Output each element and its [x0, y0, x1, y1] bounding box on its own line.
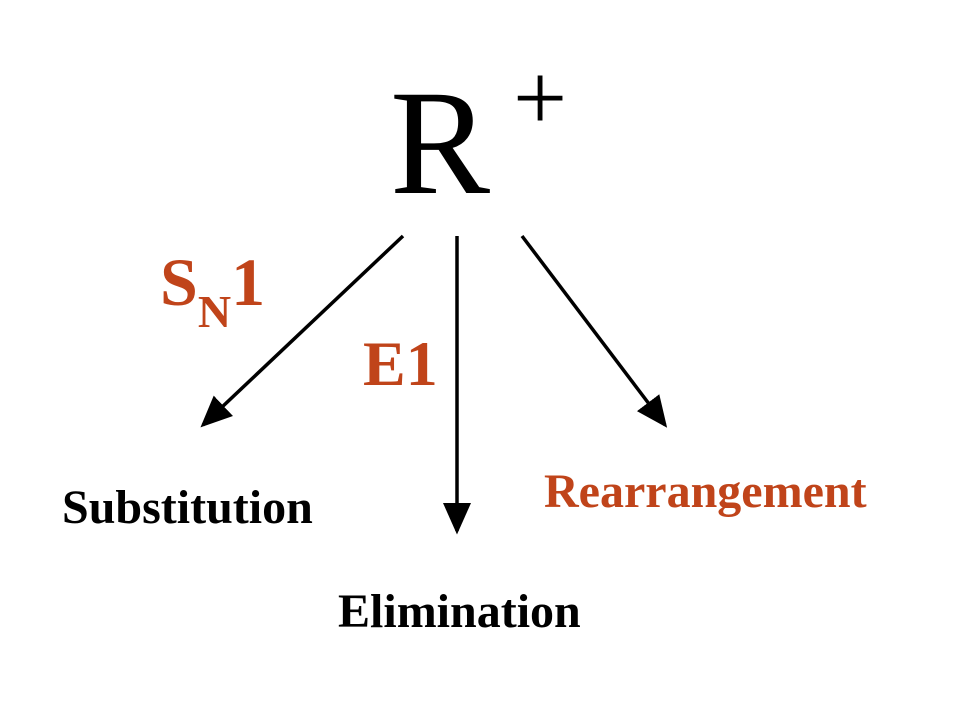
arrow-to-rearrangement [520, 234, 668, 428]
sn1-subscript: N [197, 286, 232, 337]
substitution-label: Substitution [62, 481, 313, 534]
arrow-to-substitution [200, 234, 405, 428]
sn1-mechanism-label: SN1 [160, 248, 265, 335]
e1-mechanism-label: E1 [363, 328, 438, 399]
elimination-label: Elimination [338, 585, 581, 638]
cation-letter: R [390, 60, 491, 226]
carbocation-symbol: R+ [390, 50, 567, 219]
sn1-number: 1 [231, 244, 266, 320]
positive-charge: + [513, 44, 568, 151]
sn1-letter: S [160, 244, 198, 320]
rearrangement-label: Rearrangement [544, 465, 867, 518]
